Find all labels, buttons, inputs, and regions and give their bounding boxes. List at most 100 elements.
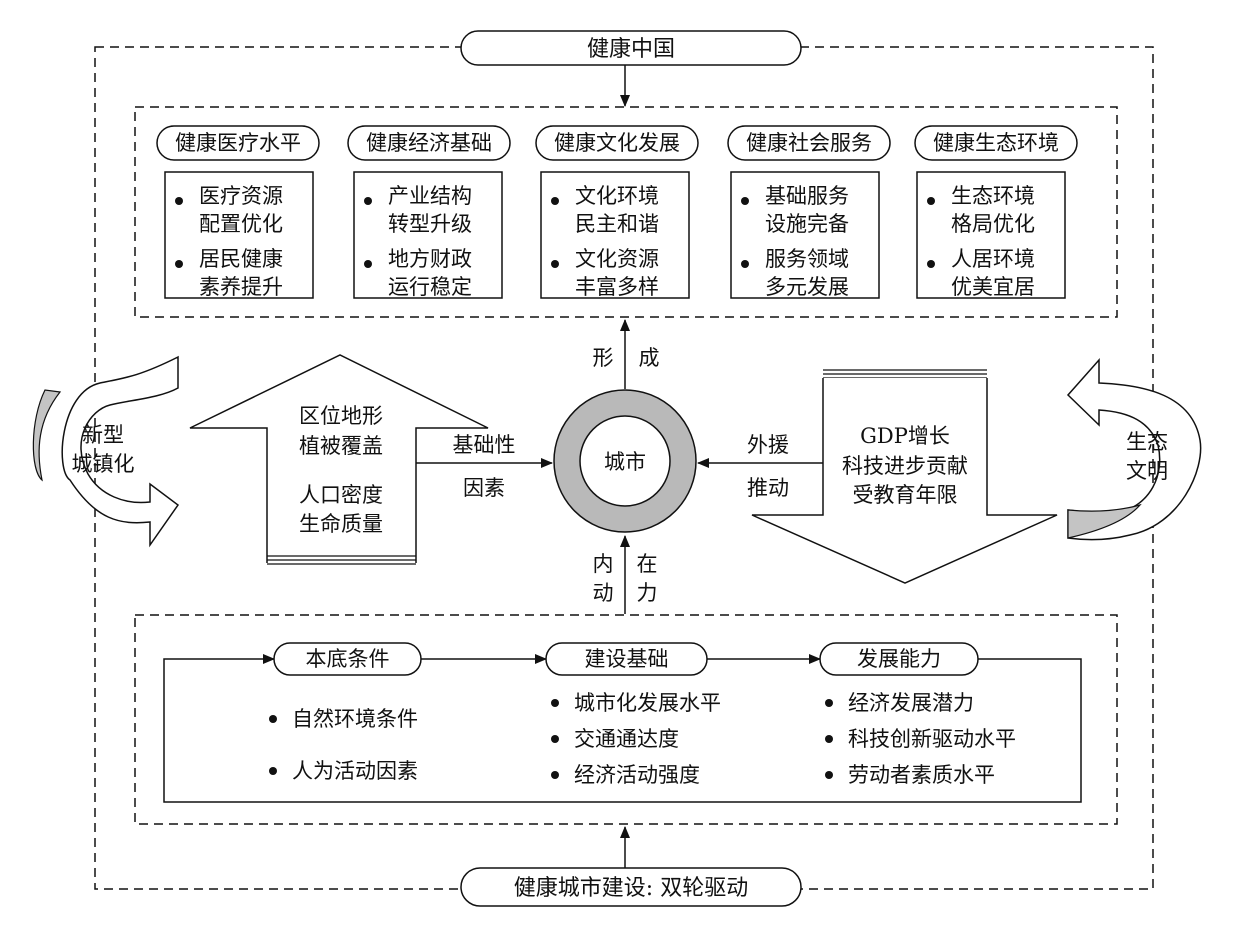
internal-label-2b: 力	[637, 581, 658, 605]
external-driver-line-1: GDP增长	[860, 424, 950, 448]
bullet-icon	[269, 715, 277, 723]
dimensions-group: 健康医疗水平医疗资源配置优化居民健康素养提升健康经济基础产业结构转型升级地方财政…	[156, 125, 1078, 299]
dimension-item-box	[540, 171, 690, 299]
condition-title: 发展能力	[857, 647, 941, 671]
dimension-item-line: 转型升级	[388, 212, 472, 236]
dimension-title-pill	[156, 125, 320, 161]
dimension-title-pill	[914, 125, 1078, 161]
dimension-item-line: 生态环境	[951, 184, 1035, 208]
dimension-item-line: 优美宜居	[951, 275, 1035, 299]
bullet-icon	[551, 260, 559, 268]
bullet-icon	[927, 260, 935, 268]
bullet-icon	[175, 197, 183, 205]
eco-label-2: 文明	[1126, 459, 1168, 483]
urbanization-label-1: 新型	[82, 423, 124, 447]
external-label-1: 外援	[747, 433, 789, 457]
conditions-solid-frame	[163, 654, 1082, 803]
condition-title-pill	[819, 642, 979, 676]
bullet-icon	[741, 260, 749, 268]
basic-factor-line-3: 人口密度	[299, 483, 383, 507]
external-label-2: 推动	[747, 476, 789, 500]
condition-item: 经济发展潜力	[848, 691, 974, 715]
dimension-title: 健康医疗水平	[175, 131, 301, 155]
bullet-icon	[551, 197, 559, 205]
dimension-item-line: 地方财政	[388, 247, 472, 271]
bullet-icon	[825, 735, 833, 743]
dimension-item-line: 基础服务	[765, 184, 849, 208]
city-ring: 城市	[553, 389, 697, 533]
top-goal-label: 健康中国	[587, 37, 675, 62]
bullet-icon	[551, 699, 559, 707]
internal-label-2a: 动	[593, 581, 614, 605]
internal-label-1a: 内	[593, 552, 614, 576]
form-label-1: 形	[593, 346, 614, 370]
condition-item: 劳动者素质水平	[848, 763, 995, 787]
urbanization-curved-arrow: 新型 城镇化	[32, 355, 180, 548]
dimension-item-line: 配置优化	[199, 212, 283, 236]
eco-civilization-curved-arrow: 生态 文明	[1066, 358, 1202, 541]
external-driver-line-3: 受教育年限	[853, 483, 958, 507]
condition-item: 经济活动强度	[574, 763, 700, 787]
urbanization-label-2: 城镇化	[72, 452, 135, 476]
dimension-item-line: 产业结构	[388, 184, 472, 208]
form-label-2: 成	[639, 346, 660, 370]
basic-factor-line-4: 生命质量	[299, 512, 383, 536]
bullet-icon	[364, 260, 372, 268]
dimension-item-box	[353, 171, 503, 299]
basic-factor-label-1: 基础性	[453, 433, 516, 457]
condition-title-pill	[273, 642, 422, 676]
dimension-item-box	[730, 171, 880, 299]
internal-label-1b: 在	[637, 552, 658, 576]
bullet-icon	[825, 699, 833, 707]
conditions-group: 本底条件自然环境条件人为活动因素建设基础城市化发展水平交通通达度经济活动强度发展…	[269, 642, 1016, 787]
dimension-item-line: 格局优化	[951, 212, 1035, 236]
condition-item: 人为活动因素	[292, 759, 418, 783]
condition-title: 建设基础	[585, 647, 669, 671]
bullet-icon	[927, 197, 935, 205]
dimension-item-line: 素养提升	[199, 275, 283, 299]
dimension-title-pill	[727, 125, 891, 161]
condition-item: 科技创新驱动水平	[848, 727, 1016, 751]
bullet-icon	[551, 771, 559, 779]
dimension-item-line: 居民健康	[199, 247, 283, 271]
bullet-icon	[364, 197, 372, 205]
basic-factor-label-2: 因素	[463, 476, 505, 500]
dimension-item-line: 设施完备	[765, 212, 849, 236]
dimension-item-line: 多元发展	[765, 275, 849, 299]
dimension-item-line: 服务领域	[765, 247, 849, 271]
dimension-item-box	[916, 171, 1066, 299]
condition-title: 本底条件	[306, 647, 390, 671]
bullet-icon	[269, 767, 277, 775]
dimension-item-line: 人居环境	[951, 247, 1035, 271]
bottom-source-label: 健康城市建设: 双轮驱动	[514, 876, 748, 901]
dimension-item-line: 运行稳定	[388, 275, 472, 299]
bullet-icon	[741, 197, 749, 205]
basic-factor-line-2: 植被覆盖	[299, 434, 383, 458]
bottom-source-pill: 健康城市建设: 双轮驱动	[460, 867, 802, 907]
dimension-title: 健康生态环境	[933, 131, 1059, 155]
dimension-title: 健康经济基础	[366, 131, 492, 155]
dimension-item-line: 民主和谐	[575, 212, 659, 236]
condition-item: 自然环境条件	[292, 707, 418, 731]
bullet-icon	[825, 771, 833, 779]
dimension-item-line: 医疗资源	[199, 184, 283, 208]
condition-title-pill	[545, 642, 708, 676]
external-drivers-arrow: GDP增长 科技进步贡献 受教育年限	[751, 369, 1058, 584]
dimension-item-line: 文化资源	[575, 247, 659, 271]
dimension-item-box	[164, 171, 314, 299]
bullet-icon	[551, 735, 559, 743]
dimension-item-line: 丰富多样	[575, 275, 659, 299]
dimension-item-line: 文化环境	[575, 184, 659, 208]
top-goal-pill: 健康中国	[460, 30, 802, 66]
basic-factor-line-1: 区位地形	[299, 404, 383, 428]
dimension-title: 健康社会服务	[746, 131, 872, 155]
